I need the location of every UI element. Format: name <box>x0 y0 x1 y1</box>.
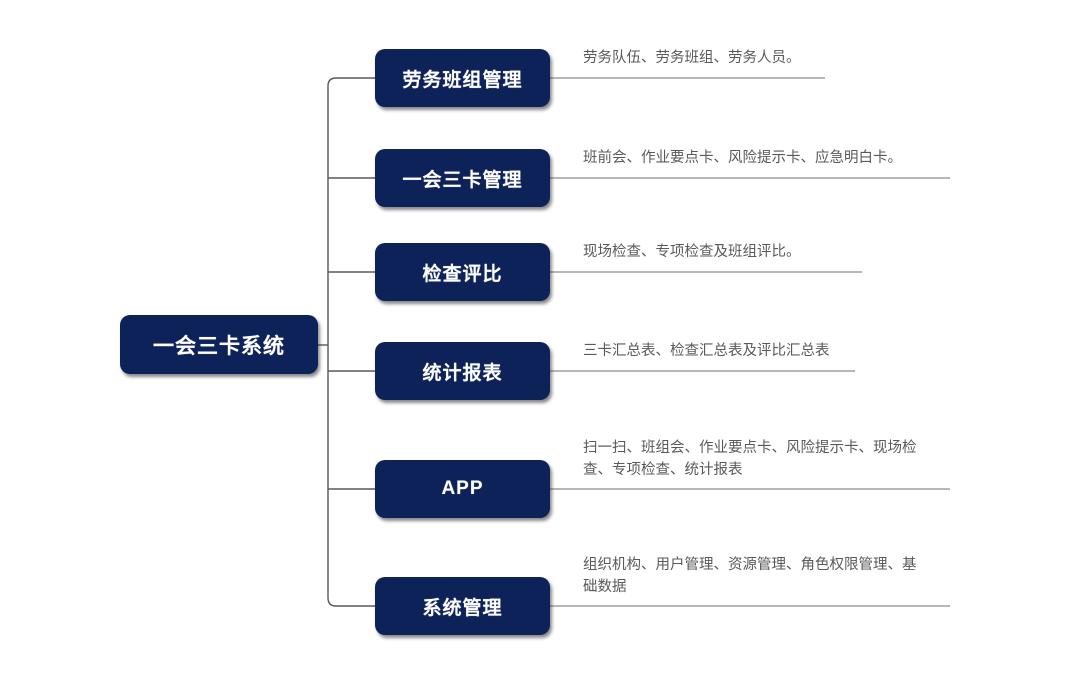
branch-node-3-label: 检查评比 <box>422 263 503 285</box>
branch-node-6[interactable]: 系统管理 <box>375 577 550 635</box>
branch-node-5-label: APP <box>441 478 484 499</box>
branch-node-5[interactable]: APP <box>375 460 550 518</box>
root-node-label: 一会三卡系统 <box>153 334 285 358</box>
branch-node-2[interactable]: 一会三卡管理 <box>375 149 550 207</box>
connector-branch-1 <box>327 77 375 87</box>
branch-description-3: 现场检查、专项检查及班组评比。 <box>583 244 801 260</box>
root-node[interactable]: 一会三卡系统 <box>120 315 318 374</box>
branch-node-3[interactable]: 检查评比 <box>375 243 550 301</box>
branch-node-4[interactable]: 统计报表 <box>375 342 550 400</box>
branch-node-6-label: 系统管理 <box>422 597 503 619</box>
branch-node-1[interactable]: 劳务班组管理 <box>375 49 550 107</box>
branch-description-1: 劳务队伍、劳务班组、劳务人员。 <box>583 50 801 66</box>
branch-description-5: 扫一扫、班组会、作业要点卡、风险提示卡、现场检 查、专项检查、统计报表 <box>583 440 917 478</box>
branch-node-4-label: 统计报表 <box>422 362 503 384</box>
branch-description-6: 组织机构、用户管理、资源管理、角色权限管理、基 础数据 <box>583 557 917 595</box>
connector-branch-6 <box>327 597 375 607</box>
branch-description-4: 三卡汇总表、检查汇总表及评比汇总表 <box>583 343 830 359</box>
branch-node-1-label: 劳务班组管理 <box>402 69 523 91</box>
branch-description-2: 班前会、作业要点卡、风险提示卡、应急明白卡。 <box>583 150 902 166</box>
branch-node-2-label: 一会三卡管理 <box>402 169 523 191</box>
